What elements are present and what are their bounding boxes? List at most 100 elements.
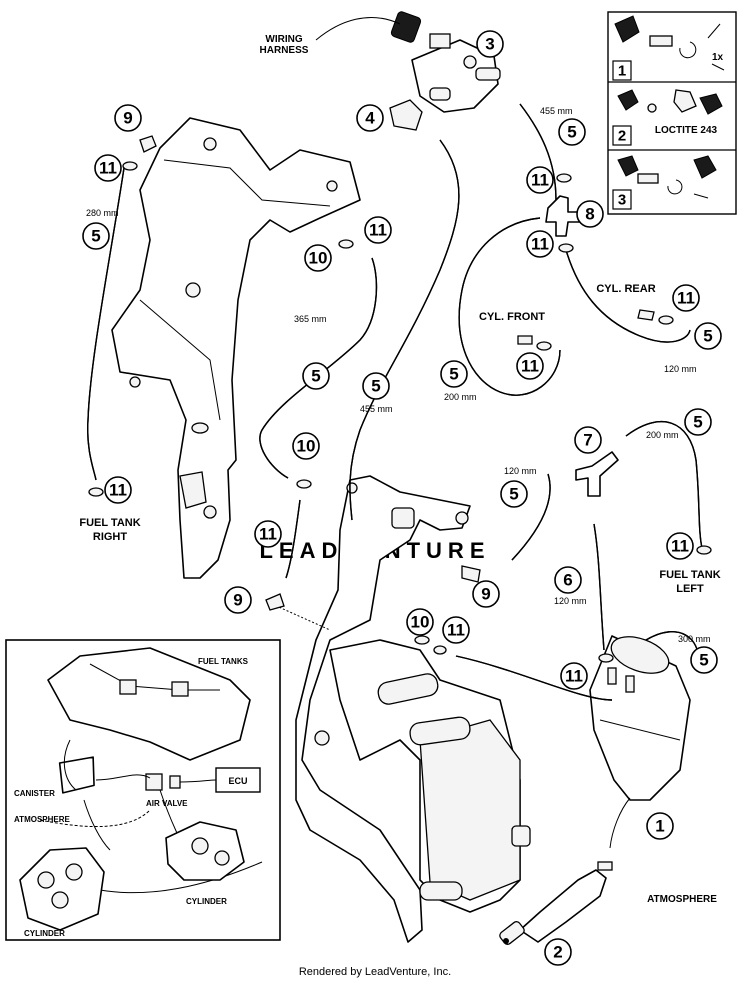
callout-11: 11 — [666, 532, 694, 560]
callout-10: 10 — [292, 432, 320, 460]
svg-text:5: 5 — [449, 365, 458, 384]
svg-text:8: 8 — [585, 205, 594, 224]
inset-label-ecu: ECU — [228, 776, 247, 786]
callout-6: 6 — [554, 566, 582, 594]
legend-box: 1 1x 2 LOCTITE 243 3 — [607, 11, 737, 215]
legend-bracket-icon — [614, 15, 640, 43]
fuel-tank-right-shell — [111, 117, 361, 579]
callout-5: 5 — [558, 118, 586, 146]
legend-step-3: 3 — [618, 192, 626, 209]
callout-5: 5 — [690, 646, 718, 674]
callout-11: 11 — [364, 216, 392, 244]
legend-fitting-icon — [673, 89, 697, 113]
dim-280: 280 mm — [86, 208, 119, 218]
svg-text:9: 9 — [123, 109, 132, 128]
drain-filter — [499, 861, 613, 945]
svg-text:1: 1 — [655, 817, 664, 836]
legend-clamp-icon — [667, 179, 683, 195]
callout-4: 4 — [356, 104, 384, 132]
inset-label-cylinder-right: CYLINDER — [186, 897, 227, 906]
callout-11: 11 — [104, 476, 132, 504]
callout-11: 11 — [526, 230, 554, 258]
dimensions: 280 mm 365 mm 455 mm 455 mm 200 mm 120 m… — [86, 106, 711, 644]
inset-label-atmosphere: ATMOSPHERE — [14, 815, 71, 824]
svg-text:5: 5 — [91, 227, 100, 246]
legend-bracket-icon — [617, 155, 639, 177]
legend-bracket-icon — [693, 155, 717, 179]
svg-text:5: 5 — [509, 485, 518, 504]
callout-10: 10 — [406, 608, 434, 636]
valve-bracket — [389, 99, 423, 131]
inset-label-air-valve: AIR VALVE — [146, 799, 188, 808]
svg-text:11: 11 — [531, 171, 549, 190]
callout-5: 5 — [684, 408, 712, 436]
callout-11: 11 — [254, 520, 282, 548]
y-fitting — [575, 451, 619, 497]
svg-text:5: 5 — [311, 367, 320, 386]
svg-text:3: 3 — [485, 35, 494, 54]
callout-9: 9 — [472, 580, 500, 608]
legend-loctite-label: LOCTITE 243 — [655, 125, 718, 136]
svg-text:11: 11 — [259, 525, 277, 544]
callout-3: 3 — [476, 30, 504, 58]
dim-120-rear: 120 mm — [664, 364, 697, 374]
svg-text:11: 11 — [671, 537, 689, 556]
svg-text:5: 5 — [693, 413, 702, 432]
svg-text:11: 11 — [565, 667, 583, 686]
label-wiring-harness-line1: WIRING — [265, 34, 302, 45]
callout-5: 5 — [500, 480, 528, 508]
svg-text:11: 11 — [677, 289, 695, 308]
legend-drop-icon — [647, 103, 657, 113]
callout-11: 11 — [94, 154, 122, 182]
svg-text:11: 11 — [369, 221, 387, 240]
legend-clamp-icon — [679, 41, 697, 59]
callout-group: 1 2 3 4 5 5 5 5 5 5 5 5 5 6 7 8 9 9 9 10… — [82, 30, 722, 966]
inset-label-cylinder-left: CYLINDER — [24, 929, 65, 938]
legend-step-2: 2 — [618, 128, 626, 145]
callout-11: 11 — [672, 284, 700, 312]
canister-bracket — [329, 639, 531, 913]
callout-11: 11 — [442, 616, 470, 644]
label-cyl-rear: CYL. REAR — [596, 283, 655, 295]
callout-9: 9 — [114, 104, 142, 132]
callout-5: 5 — [440, 360, 468, 388]
legend-fitting-icon — [637, 173, 659, 184]
svg-text:2: 2 — [553, 943, 562, 962]
svg-text:10: 10 — [411, 613, 430, 632]
svg-text:5: 5 — [699, 651, 708, 670]
svg-text:9: 9 — [233, 591, 242, 610]
svg-text:11: 11 — [521, 357, 539, 376]
svg-text:11: 11 — [99, 159, 117, 178]
inset-label-canister: CANISTER — [14, 789, 55, 798]
legend-1x-label: 1x — [712, 52, 724, 63]
callout-5: 5 — [82, 222, 110, 250]
label-wiring-harness-line2: HARNESS — [260, 45, 309, 56]
callout-11: 11 — [560, 662, 588, 690]
svg-text:7: 7 — [583, 431, 592, 450]
svg-text:11: 11 — [109, 481, 127, 500]
dim-455-left: 455 mm — [360, 404, 393, 414]
svg-text:11: 11 — [447, 621, 465, 640]
callout-11: 11 — [516, 352, 544, 380]
svg-text:9: 9 — [481, 585, 490, 604]
svg-text:10: 10 — [297, 437, 316, 456]
callout-1: 1 — [646, 812, 674, 840]
callout-11: 11 — [526, 166, 554, 194]
dim-120-canister: 120 mm — [554, 596, 587, 606]
dim-300: 300 mm — [678, 634, 711, 644]
callout-5: 5 — [362, 372, 390, 400]
svg-text:5: 5 — [703, 327, 712, 346]
legend-bracket-icon — [699, 93, 723, 115]
svg-text:5: 5 — [371, 377, 380, 396]
svg-text:6: 6 — [563, 571, 572, 590]
dim-455-right: 455 mm — [540, 106, 573, 116]
callout-8: 8 — [576, 200, 604, 228]
svg-text:4: 4 — [365, 109, 375, 128]
inset-label-fuel-tanks: FUEL TANKS — [198, 657, 249, 666]
legend-step-1: 1 — [618, 63, 626, 80]
dim-365: 365 mm — [294, 314, 327, 324]
legend-fitting-icon — [649, 35, 673, 47]
